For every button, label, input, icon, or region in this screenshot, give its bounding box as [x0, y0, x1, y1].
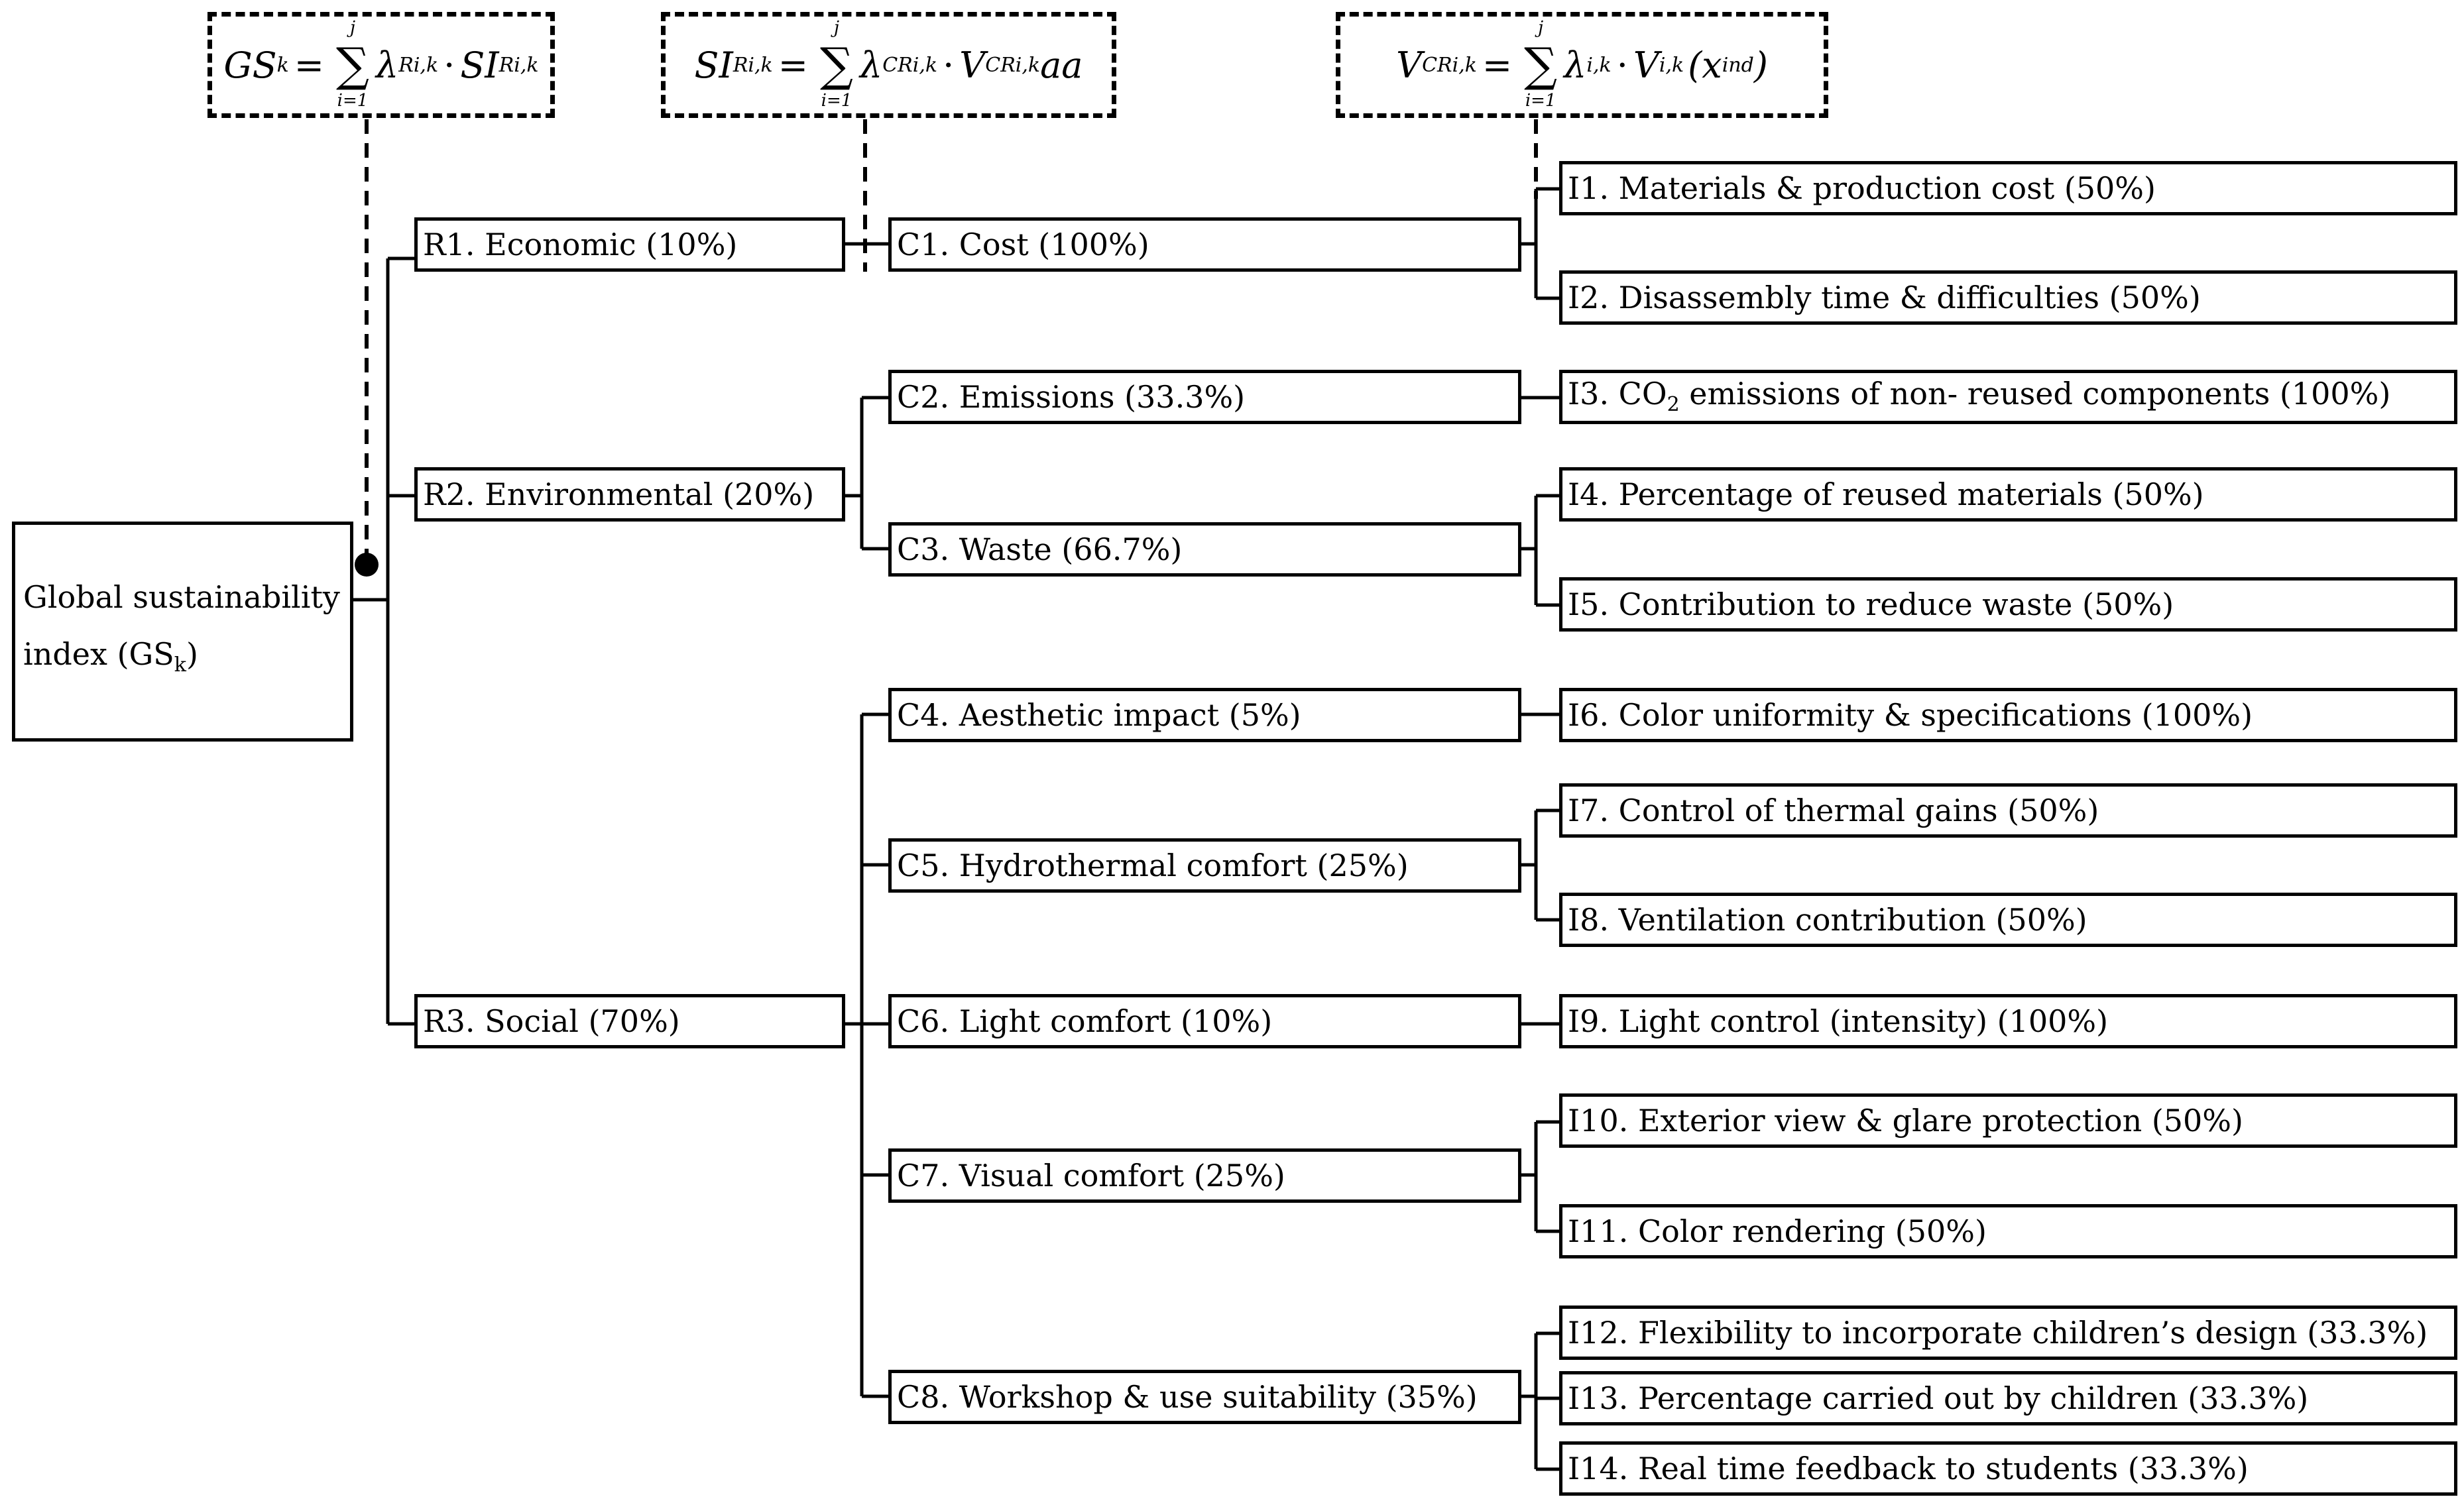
criterion-label: C3. Waste (66.7%) — [897, 531, 1183, 567]
indicator-label: I14. Real time feedback to students (33.… — [1568, 1451, 2249, 1486]
indicator-i14: I14. Real time feedback to students (33.… — [1559, 1441, 2457, 1496]
indicator-label: I9. Light control (intensity) (100%) — [1568, 1003, 2109, 1039]
root-global-sustainability-index: Global sustainability index (GSk) — [12, 522, 353, 742]
indicator-label: I11. Color rendering (50%) — [1568, 1213, 1987, 1249]
criterion-label: C6. Light comfort (10%) — [897, 1003, 1273, 1039]
indicator-label: I6. Color uniformity & specifications (1… — [1568, 697, 2253, 733]
formula-gs-term: SI — [460, 44, 499, 86]
indicator-label: I2. Disassembly time & difficulties (50%… — [1568, 280, 2201, 315]
criterion-label: C1. Cost (100%) — [897, 227, 1149, 262]
indicator-i2: I2. Disassembly time & difficulties (50%… — [1559, 270, 2457, 325]
criterion-label: C5. Hydrothermal comfort (25%) — [897, 848, 1409, 883]
indicator-label: I10. Exterior view & glare protection (5… — [1568, 1103, 2243, 1139]
formula-si-term: V — [959, 44, 986, 86]
formula-si-lhs: SI — [694, 44, 733, 86]
requirement-r2: R2. Environmental (20%) — [414, 467, 845, 522]
formula-gs-lhs: GS — [223, 44, 277, 86]
indicator-i8: I8. Ventilation contribution (50%) — [1559, 893, 2457, 947]
criterion-c7: C7. Visual comfort (25%) — [888, 1148, 1521, 1203]
indicator-label: I3. CO2 emissions of non- reused compone… — [1568, 376, 2391, 417]
formula-v-coef: λ — [1564, 44, 1587, 86]
indicator-i4: I4. Percentage of reused materials (50%) — [1559, 467, 2457, 522]
requirement-label: R1. Economic (10%) — [423, 227, 738, 262]
formula-v-lhs: V — [1396, 44, 1423, 86]
formula-si-coef: λ — [859, 44, 883, 86]
requirement-label: R2. Environmental (20%) — [423, 476, 815, 512]
indicator-i7: I7. Control of thermal gains (50%) — [1559, 783, 2457, 838]
indicator-i3: I3. CO2 emissions of non- reused compone… — [1559, 370, 2457, 424]
root-label-line2: index (GSk) — [23, 636, 198, 677]
indicator-label: I7. Control of thermal gains (50%) — [1568, 793, 2099, 828]
indicator-label: I12. Flexibility to incorporate children… — [1568, 1315, 2428, 1351]
formula-si-tail: aa — [1040, 44, 1083, 86]
criterion-c1: C1. Cost (100%) — [888, 217, 1521, 272]
indicator-label: I5. Contribution to reduce waste (50%) — [1568, 586, 2174, 622]
requirement-r1: R1. Economic (10%) — [414, 217, 845, 272]
indicator-label: I1. Materials & production cost (50%) — [1568, 170, 2156, 206]
indicator-i12: I12. Flexibility to incorporate children… — [1559, 1306, 2457, 1360]
formula-gs-coef: λ — [376, 44, 399, 86]
indicator-i11: I11. Color rendering (50%) — [1559, 1204, 2457, 1258]
criterion-label: C4. Aesthetic impact (5%) — [897, 697, 1301, 733]
indicator-i13: I13. Percentage carried out by children … — [1559, 1371, 2457, 1425]
leader-dot-marker — [355, 553, 379, 577]
indicator-label: I13. Percentage carried out by children … — [1568, 1380, 2309, 1416]
indicator-i9: I9. Light control (intensity) (100%) — [1559, 994, 2457, 1048]
criterion-label: C8. Workshop & use suitability (35%) — [897, 1379, 1478, 1415]
formula-gs-lhs-sub: k — [276, 53, 289, 77]
criterion-c4: C4. Aesthetic impact (5%) — [888, 688, 1521, 742]
criterion-label: C7. Visual comfort (25%) — [897, 1158, 1285, 1194]
indicator-i5: I5. Contribution to reduce waste (50%) — [1559, 577, 2457, 632]
indicator-i1: I1. Materials & production cost (50%) — [1559, 161, 2457, 215]
indicator-label: I8. Ventilation contribution (50%) — [1568, 902, 2087, 938]
indicator-label: I4. Percentage of reused materials (50%) — [1568, 476, 2204, 512]
criterion-c3: C3. Waste (66.7%) — [888, 522, 1521, 577]
criterion-c2: C2. Emissions (33.3%) — [888, 370, 1521, 424]
criterion-c8: C8. Workshop & use suitability (35%) — [888, 1370, 1521, 1424]
criterion-c6: C6. Light comfort (10%) — [888, 994, 1521, 1048]
criterion-c5: C5. Hydrothermal comfort (25%) — [888, 838, 1521, 893]
requirement-label: R3. Social (70%) — [423, 1003, 680, 1039]
requirement-r3: R3. Social (70%) — [414, 994, 845, 1048]
indicator-i6: I6. Color uniformity & specifications (1… — [1559, 688, 2457, 742]
root-label-line1: Global sustainability — [23, 579, 340, 616]
criterion-label: C2. Emissions (33.3%) — [897, 379, 1246, 415]
formula-v-term: V — [1633, 44, 1659, 86]
indicator-i10: I10. Exterior view & glare protection (5… — [1559, 1093, 2457, 1148]
